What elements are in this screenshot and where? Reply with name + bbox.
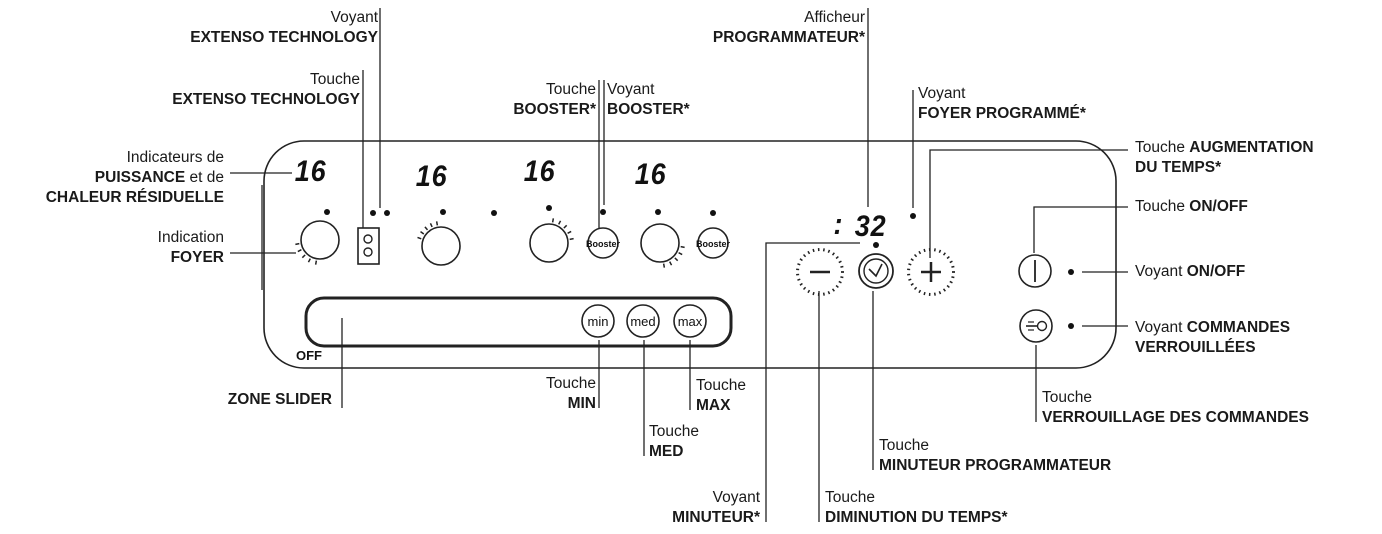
booster-button-1[interactable] (587, 227, 619, 259)
label-touche-med: Touche MED (649, 423, 699, 460)
label-touche-extenso: Touche EXTENSO TECHNOLOGY (172, 71, 360, 108)
label-touche-min: Touche MIN (546, 375, 596, 412)
booster-text-1: Booster (586, 239, 621, 249)
extenso-led-1 (370, 210, 376, 216)
zone2-select-icon[interactable] (421, 226, 461, 266)
timer-clock-button[interactable] (858, 253, 894, 289)
extenso-button[interactable] (357, 227, 380, 265)
label-zone-slider: ZONE SLIDER (227, 391, 332, 408)
booster-button-2[interactable] (697, 227, 729, 259)
label-voyant-commandes: Voyant COMMANDES VERROUILLÉES (1135, 319, 1291, 356)
power-led (1068, 269, 1074, 275)
label-touche-onoff: Touche ON/OFF (1135, 198, 1248, 215)
min-text: min (588, 314, 609, 329)
max-text: max (678, 314, 703, 329)
extenso-led-2 (384, 210, 390, 216)
zone1-display: 16 (294, 155, 327, 188)
booster-led-2 (710, 210, 716, 216)
label-voyant-booster: Voyant BOOSTER* (607, 81, 690, 118)
zone4-led (655, 209, 661, 215)
label-voyant-minuteur: Voyant MINUTEUR* (672, 489, 760, 526)
label-voyant-extenso: Voyant EXTENSO TECHNOLOGY (190, 9, 378, 46)
slider-zone[interactable] (304, 296, 733, 348)
programmed-zone-led (910, 213, 916, 219)
zone3-led (546, 205, 552, 211)
booster-text-2: Booster (696, 239, 731, 249)
label-voyant-foyer-programme: Voyant FOYER PROGRAMMÉ* (918, 85, 1086, 122)
label-touche-booster: Touche BOOSTER* (513, 81, 596, 118)
leader-lines (230, 8, 1128, 522)
power-button[interactable] (1018, 254, 1052, 288)
timer-display: 32 (854, 210, 887, 243)
label-afficheur: Afficheur PROGRAMMATEUR* (712, 9, 865, 46)
zone4-select-icon[interactable] (640, 223, 680, 263)
booster-led-1 (600, 209, 606, 215)
min-button[interactable] (581, 304, 615, 338)
label-touche-max: Touche MAX (696, 377, 746, 414)
label-voyant-onoff: Voyant ON/OFF (1135, 263, 1246, 280)
timer-led (873, 242, 879, 248)
label-touche-minuteur: Touche MINUTEUR PROGRAMMATEUR (879, 437, 1112, 474)
max-button[interactable] (673, 304, 707, 338)
lock-button[interactable] (1019, 309, 1053, 343)
off-text: OFF (296, 348, 322, 363)
lock-led (1068, 323, 1074, 329)
label-indication-foyer: Indication FOYER (157, 229, 224, 266)
zone4-display: 16 (634, 158, 667, 191)
med-text: med (630, 314, 655, 329)
zone-middle-led (491, 210, 497, 216)
zone2-led (440, 209, 446, 215)
label-touche-verrouillage: Touche VERROUILLAGE DES COMMANDES (1042, 389, 1309, 426)
zone2-display: 16 (415, 160, 448, 193)
zone3-select-icon[interactable] (529, 223, 569, 263)
label-touche-diminution: Touche DIMINUTION DU TEMPS* (825, 489, 1008, 526)
timer-colon: : (833, 208, 844, 241)
zone1-select-icon[interactable] (300, 220, 340, 260)
med-button[interactable] (626, 304, 660, 338)
zone3-display: 16 (523, 155, 556, 188)
label-touche-augmentation: Touche AUGMENTATION DU TEMPS* (1135, 139, 1314, 176)
zone1-led (324, 209, 330, 215)
label-indicateurs: Indicateurs de PUISSANCE et de CHALEUR R… (45, 149, 224, 206)
increase-time-button[interactable] (921, 262, 941, 282)
